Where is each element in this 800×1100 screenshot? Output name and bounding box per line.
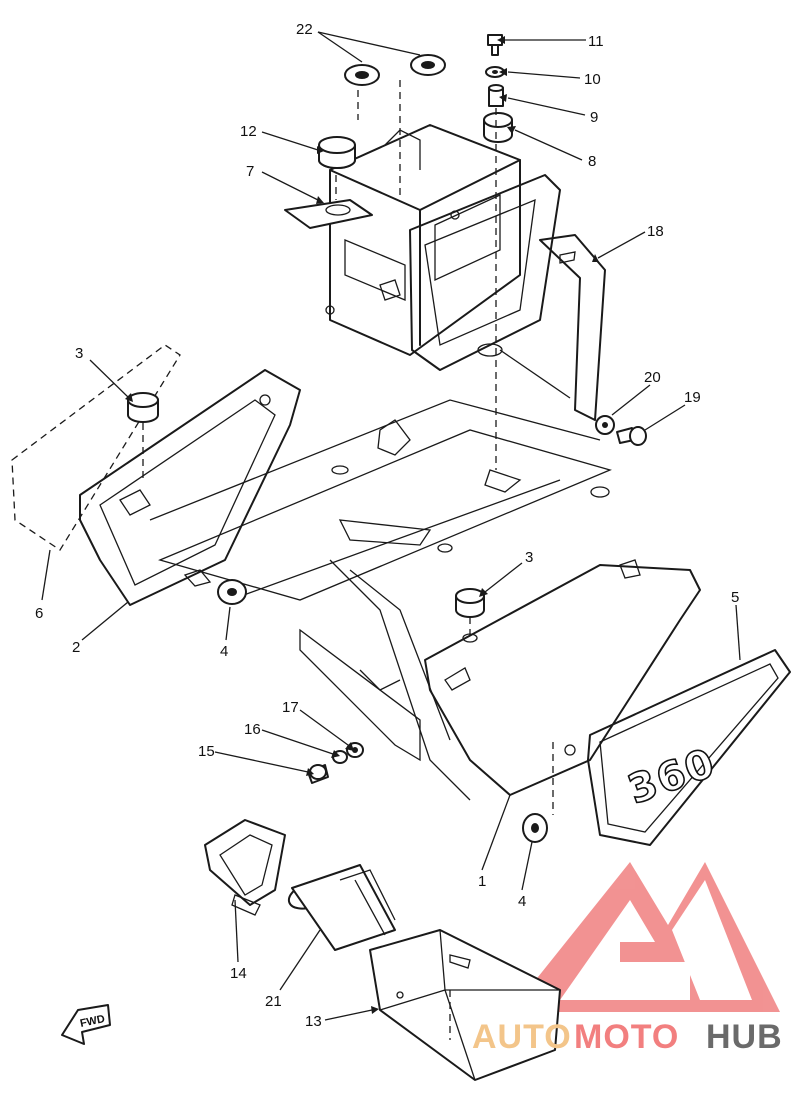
watermark-auto: AUTO [472, 1018, 572, 1056]
callout-10: 10 [584, 71, 601, 88]
grommet-22-right [410, 54, 446, 76]
callout-12: 12 [240, 123, 257, 140]
watermark-moto: MOTO [574, 1018, 679, 1056]
callout-20: 20 [644, 369, 661, 386]
callout-14: 14 [230, 965, 247, 982]
callout-6: 6 [35, 605, 43, 622]
side-cover-left-2 [79, 369, 301, 606]
damper-12 [318, 136, 356, 169]
watermark-hub: HUB [706, 1018, 783, 1056]
callout-15: 15 [198, 743, 215, 760]
callout-1: 1 [478, 873, 486, 890]
joint-21 [287, 864, 396, 951]
callout-11: 11 [588, 33, 604, 50]
callout-3-right: 3 [525, 549, 533, 566]
damper-8 [483, 112, 513, 143]
callout-8: 8 [588, 153, 596, 170]
grommet-4-left [217, 579, 247, 605]
callout-9: 9 [590, 109, 598, 126]
callout-17: 17 [282, 699, 299, 716]
callout-5: 5 [731, 589, 739, 606]
leader-lines [41, 31, 741, 1021]
callout-18: 18 [647, 223, 664, 240]
callout-4-right: 4 [518, 893, 526, 910]
watermark-text: AUTO MOTO HUB [472, 1018, 783, 1056]
band-14 [204, 819, 286, 916]
battery-band-18 [499, 234, 606, 421]
battery-bracket-7 [284, 199, 373, 229]
callout-4-left: 4 [220, 643, 228, 660]
fwd-label: FWD [79, 1013, 106, 1030]
callout-21: 21 [265, 993, 282, 1010]
grommet-3-left [127, 392, 159, 423]
automotohub-logo-icon [510, 862, 780, 1012]
intake-case-13 [369, 929, 561, 1081]
frame-section [149, 399, 612, 801]
washer-20 [595, 415, 615, 435]
bolt-11 [487, 34, 503, 56]
callout-22: 22 [296, 21, 313, 38]
callout-labels: 22 11 10 9 8 12 7 18 20 19 3 6 2 4 3 5 1… [35, 21, 739, 1030]
grommet-22-left [344, 64, 380, 86]
grommet-3-right [455, 588, 485, 618]
collar-9 [488, 84, 504, 107]
grommet-4-right [522, 813, 548, 843]
callout-16: 16 [244, 721, 261, 738]
gasket-6 [11, 344, 181, 551]
callout-13: 13 [305, 1013, 322, 1030]
forward-direction-arrow: FWD [61, 1004, 111, 1045]
callout-3-left: 3 [75, 345, 83, 362]
callout-19: 19 [684, 389, 701, 406]
battery-cover [409, 174, 561, 371]
callout-7: 7 [246, 163, 254, 180]
side-cover-right-1 [424, 559, 701, 796]
bolt-15 [307, 764, 329, 784]
screw-19 [616, 426, 647, 446]
emblem-360: 360 [587, 649, 791, 846]
callout-2: 2 [72, 639, 80, 656]
emblem-text: 360 [622, 740, 722, 814]
